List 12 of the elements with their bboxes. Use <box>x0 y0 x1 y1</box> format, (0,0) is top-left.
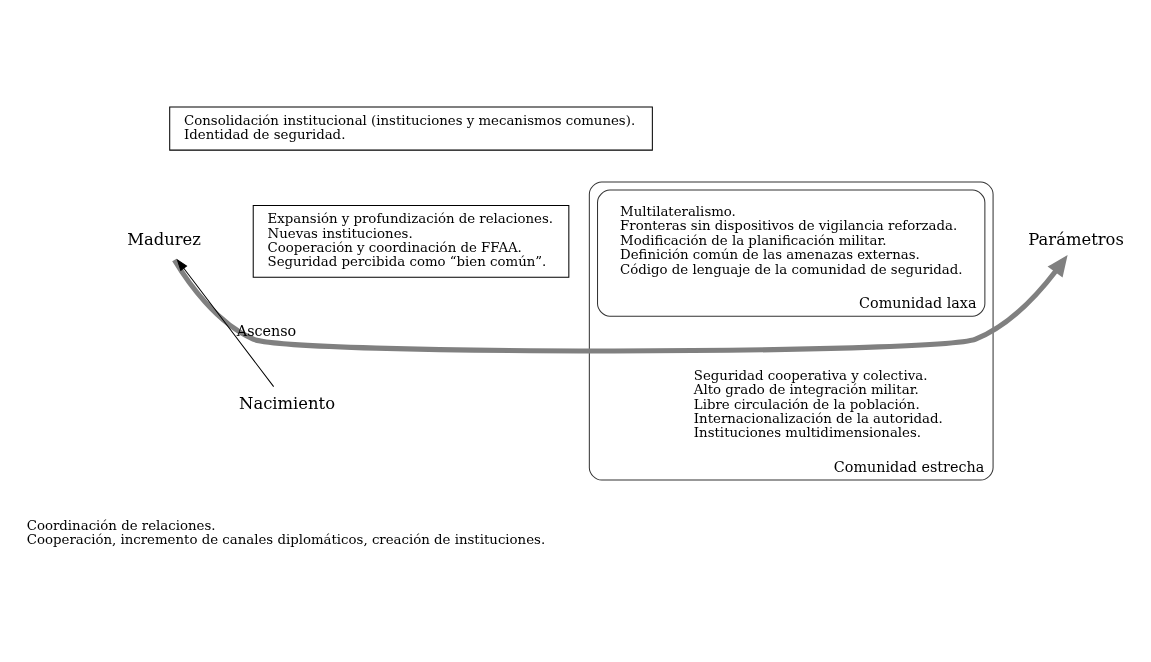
edge-label: Ascenso <box>236 322 297 339</box>
node-text: Multilateralismo. Fronteras sin dispositivos de vigilancia reforzada. Modificación de la planificación militar. Definición común de las amenazas externas. Código de lenguaje de la comunidad de seguridad. <box>620 204 963 277</box>
label: Coordinación de relaciones. <box>26 517 216 533</box>
arrow <box>172 254 1068 354</box>
node-text: Seguridad cooperativa y colectiva. Alto grado de integración militar. Libre circulación de la población. Internacionalización de la autoridad. Instituciones multidimensionales. <box>693 368 943 441</box>
node-text: Parámetros <box>1028 230 1124 250</box>
arrow <box>176 258 275 388</box>
node-box: Consolidación institucional (instituciones y mecanismos comunes). Identidad de seguridad. <box>169 106 653 151</box>
node-text: Madurez <box>127 230 201 250</box>
label: Cooperación, incremento de canales diplomáticos, creación de instituciones. <box>26 532 546 548</box>
node-text: Nacimiento <box>239 394 336 414</box>
node-box: Expansión y profundización de relaciones. Nuevas instituciones. Cooperación y coordinación de FFAA. Seguridad percibida como “bien común”. <box>252 204 570 278</box>
